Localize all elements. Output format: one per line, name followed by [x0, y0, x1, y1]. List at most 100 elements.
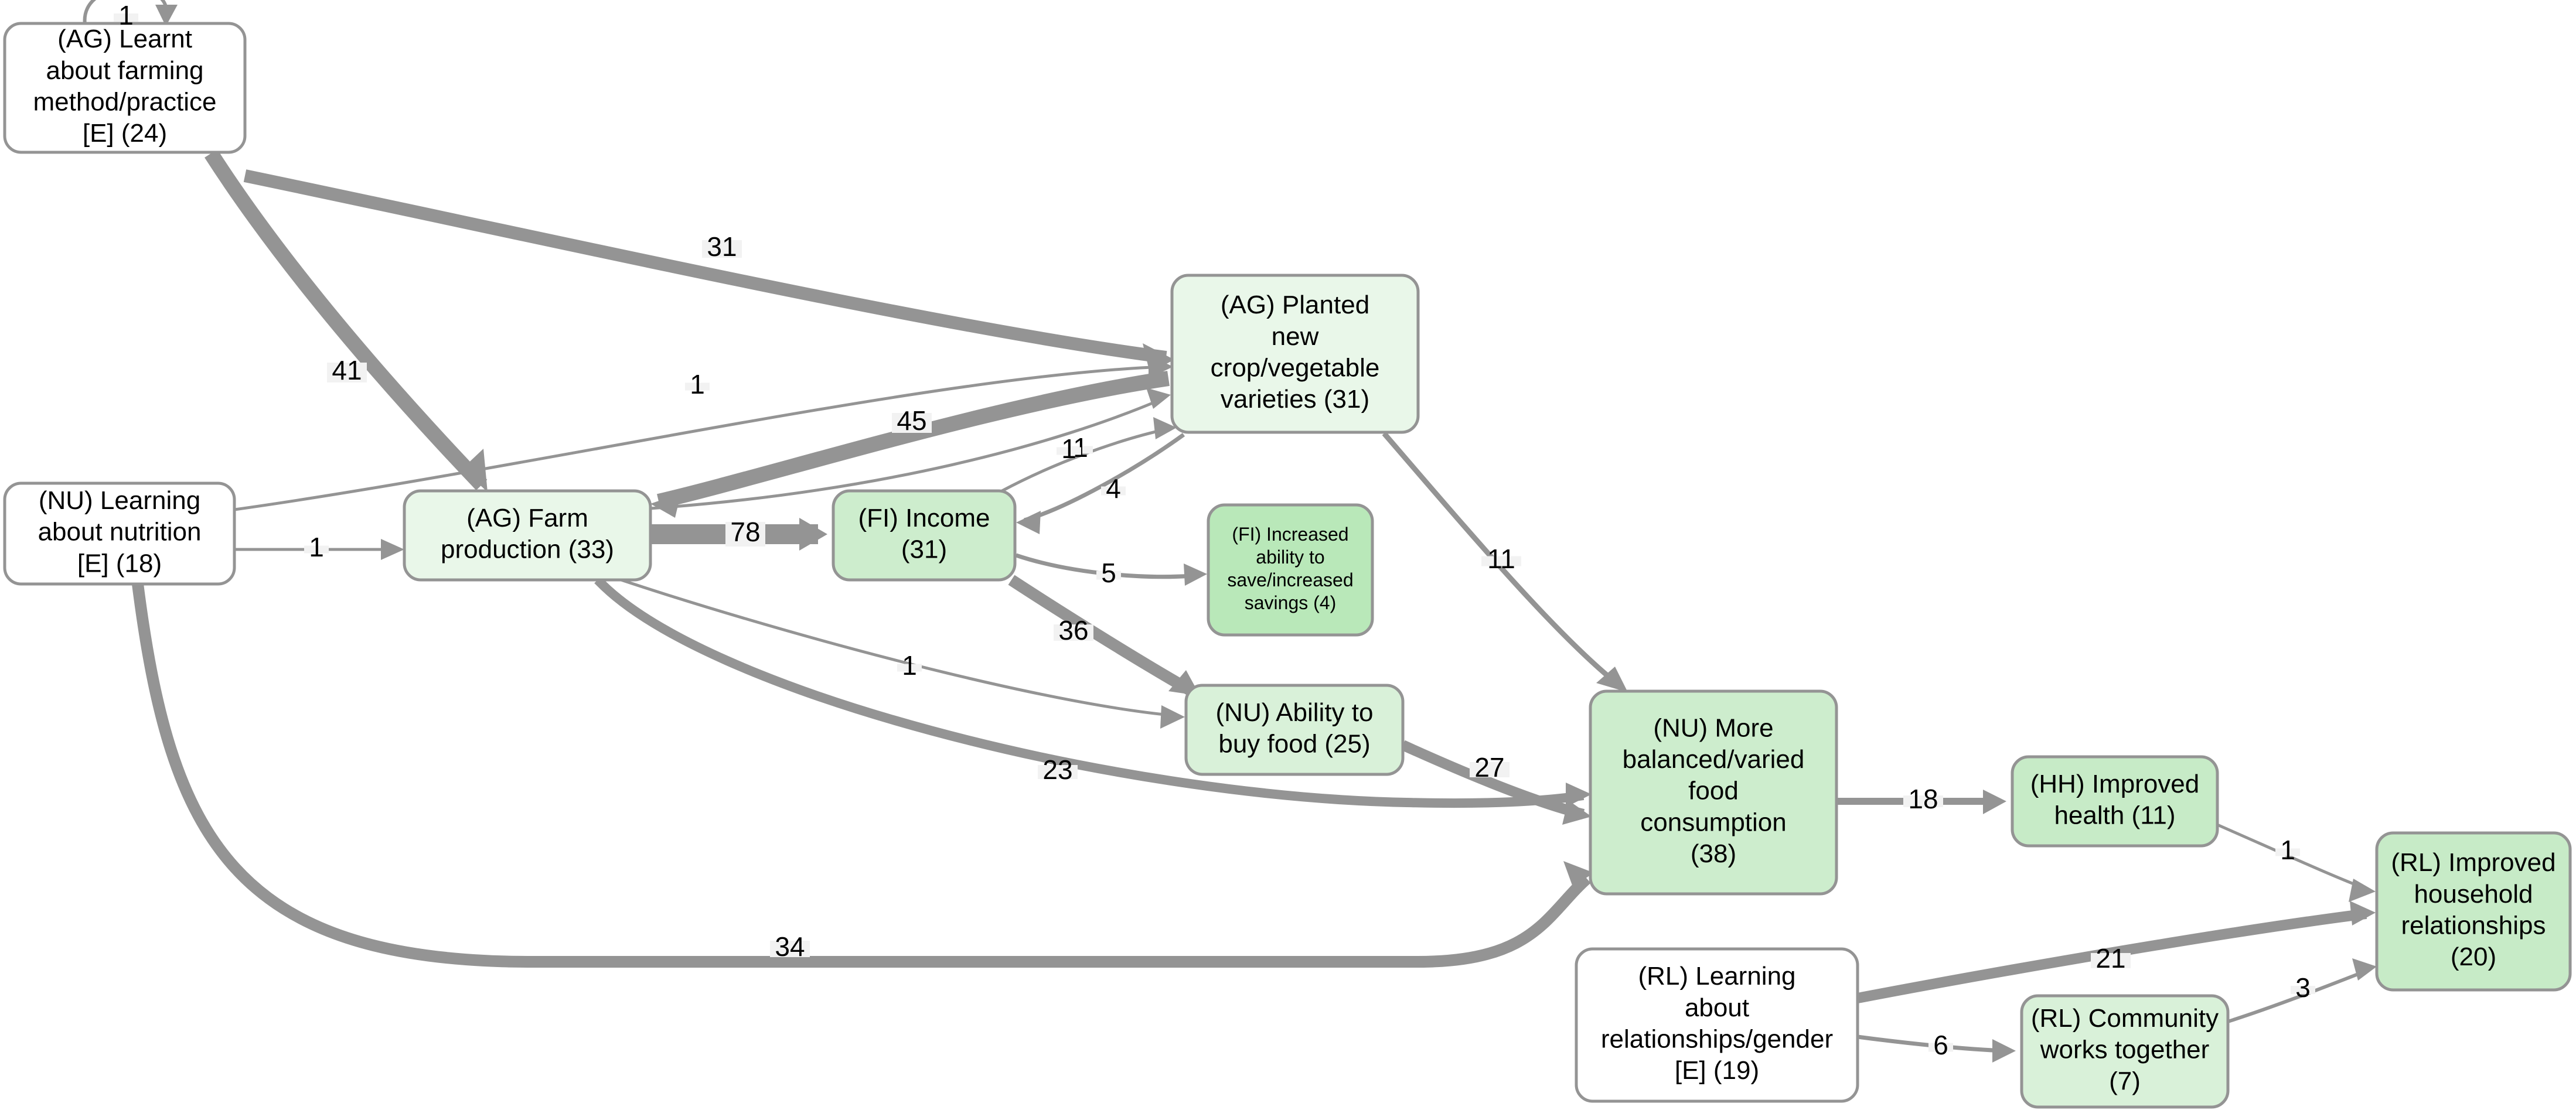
node-label-line: relationships — [2401, 911, 2546, 940]
edges-layer — [83, 0, 2377, 1063]
edge-line — [650, 397, 1164, 510]
edge-line — [621, 578, 1177, 718]
node-label-line: varieties (31) — [1221, 385, 1369, 414]
node-label-line: (AG) Planted — [1221, 291, 1369, 319]
node-label-line: production (33) — [441, 535, 614, 563]
node-food_consumption[interactable]: (NU) Morebalanced/variedfoodconsumption(… — [1589, 689, 1838, 896]
node-box[interactable] — [1170, 274, 1420, 434]
edge-learning_rel_to_household — [1856, 901, 2376, 1003]
edge-label-backdrop — [2291, 986, 2315, 994]
node-box[interactable] — [2375, 831, 2572, 992]
node-label-line: about nutrition — [38, 518, 202, 547]
node-box[interactable] — [1207, 503, 1374, 637]
edge-label-backdrop — [1038, 765, 1078, 779]
edge-label-planted_to_income: 4 — [1101, 473, 1126, 504]
node-label-line: ability to — [1256, 547, 1324, 568]
node-label-line: (RL) Community — [2031, 1004, 2219, 1033]
edge-arrowhead — [1566, 783, 1592, 807]
edge-label-income_to_buy_food: 36 — [1054, 615, 1093, 645]
node-box[interactable] — [1184, 684, 1405, 776]
edge-arrowhead — [799, 518, 827, 551]
node-label-line: save/increased — [1227, 569, 1353, 590]
node-box[interactable] — [1589, 689, 1838, 896]
node-farm_production[interactable]: (AG) Farm production (33) — [403, 489, 652, 582]
node-label-line: consumption — [1640, 808, 1786, 836]
edge-weight-label: 36 — [1058, 615, 1088, 645]
node-box[interactable] — [2011, 755, 2219, 848]
node-label-line: [E] (24) — [83, 119, 167, 148]
node-label-line: [E] (19) — [1675, 1056, 1759, 1085]
edge-arrowhead — [1149, 355, 1173, 378]
edge-income_to_buy_food — [1008, 575, 1200, 696]
edge-label-backdrop — [1903, 795, 1943, 807]
node-label-line: (RL) Learning — [1638, 962, 1795, 991]
node-label-line: (7) — [2109, 1067, 2141, 1095]
node-label-line: health (11) — [2054, 801, 2175, 829]
edge-label-learning_rel_to_household: 21 — [2091, 943, 2131, 974]
node-label-line: (20) — [2451, 942, 2496, 971]
node-label-line: new — [1272, 322, 1319, 351]
edge-buy_food_to_food_consumption — [1401, 740, 1592, 825]
node-label-line: (FI) Income — [858, 504, 990, 532]
edge-label-backdrop — [1101, 486, 1126, 496]
edge-arrowhead — [1146, 388, 1171, 409]
edge-label-nutrition_to_planted: 1 — [685, 369, 710, 399]
node-learning_relationships[interactable]: (RL) Learningaboutrelationships/gender[E… — [1575, 947, 1859, 1103]
node-improved_health[interactable]: (HH) Improved health (11) — [2011, 755, 2219, 848]
edge-label-backdrop — [1470, 762, 1510, 777]
edge-weight-label: 23 — [1042, 754, 1072, 785]
edge-arrowhead — [1992, 1039, 2016, 1063]
edge-label-backdrop — [685, 382, 710, 391]
edge-line — [1401, 740, 1585, 819]
edge-arrowhead — [1563, 861, 1594, 887]
edge-farm_to_buy_food — [621, 578, 1185, 729]
edge-label-farm_to_income: 78 — [725, 517, 765, 547]
edge-health_to_relationships — [2216, 823, 2376, 902]
edge-weight-label: 1 — [902, 650, 917, 681]
edge-line — [243, 169, 1167, 364]
edge-arrowhead — [1184, 563, 1207, 586]
edge-weight-label: 1 — [309, 532, 324, 562]
node-label-line: [E] (18) — [77, 549, 162, 578]
edge-arrowhead — [155, 5, 178, 26]
edge-arrowhead — [650, 493, 681, 518]
edge-label-learnt_to_planted: 31 — [702, 231, 742, 262]
node-box[interactable] — [832, 489, 1017, 582]
node-label-line: buy food (25) — [1218, 729, 1370, 758]
edge-line — [1008, 575, 1195, 696]
node-box[interactable] — [1575, 947, 1859, 1103]
node-box[interactable] — [2020, 994, 2230, 1109]
node-label-line: food — [1688, 777, 1739, 805]
node-box[interactable] — [3, 481, 236, 586]
edge-weight-label: 5 — [1101, 558, 1116, 588]
node-label-line: (HH) Improved — [2030, 770, 2200, 798]
node-income[interactable]: (FI) Income(31) — [832, 489, 1017, 582]
edge-label-backdrop — [1928, 1043, 1953, 1052]
edge-label-planted_to_farm: 45 — [892, 405, 932, 436]
edge-line — [657, 371, 1170, 509]
edge-arrowhead — [1562, 800, 1592, 825]
edge-label-backdrop — [1481, 556, 1521, 566]
edge-weight-label: 18 — [1908, 784, 1938, 814]
edge-label-backdrop — [1096, 571, 1121, 580]
node-label-line: (AG) Farm — [466, 504, 588, 532]
edge-line — [83, 0, 169, 25]
node-label-line: about — [1685, 993, 1749, 1022]
edge-label-nutrition_to_farm: 1 — [304, 532, 329, 562]
edge-label-community_to_household: 3 — [2291, 972, 2315, 1003]
edge-weight-label: 27 — [1474, 752, 1504, 783]
node-box[interactable] — [3, 22, 247, 154]
edge-arrowhead — [381, 539, 404, 560]
node-box[interactable] — [403, 489, 652, 582]
edge-label-learnt_self_loop: 1 — [114, 0, 138, 30]
edge-farm_to_food_consumption — [594, 576, 1592, 808]
